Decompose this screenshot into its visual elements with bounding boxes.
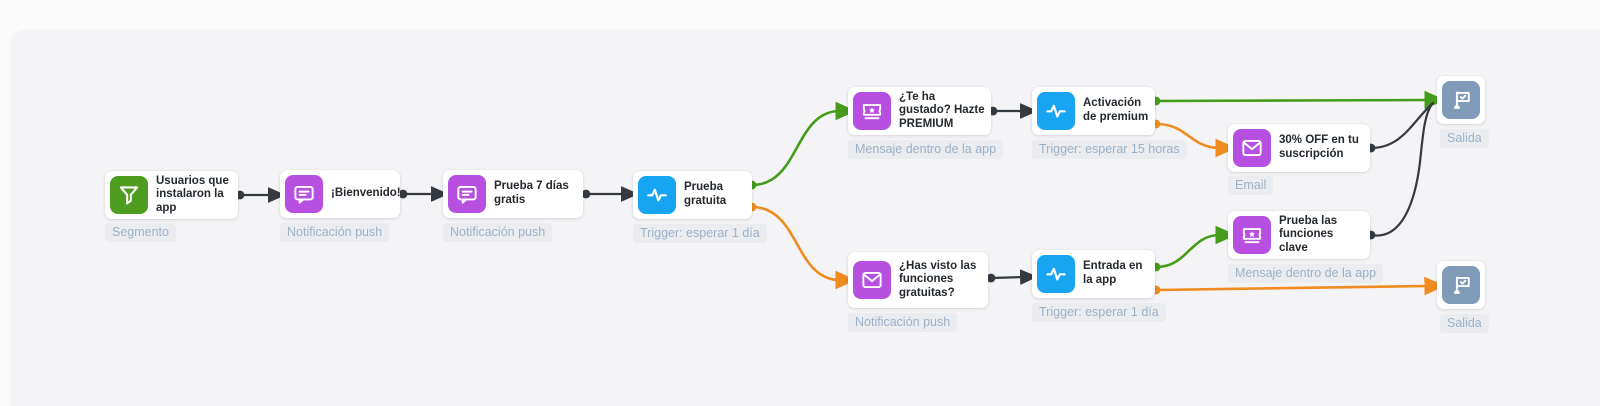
node-label: 30% OFF en tu suscripción [1279, 134, 1359, 160]
flow-node-premium-activation[interactable]: Activación de premium [1032, 87, 1155, 135]
node-type-badge: Trigger: esperar 1 día [633, 224, 767, 243]
flow-node-free-trial[interactable]: Prueba gratuita [633, 171, 752, 219]
pulse-icon [1037, 255, 1075, 293]
node-type-badge: Salida [1440, 129, 1489, 148]
flow-node-welcome-push[interactable]: ¡Bienvenido! [280, 170, 401, 218]
flag-icon [1442, 266, 1480, 304]
node-type-badge: Trigger: esperar 1 día [1032, 303, 1166, 322]
node-type-badge: Email [1228, 176, 1274, 195]
node-label: Entrada en la app [1083, 260, 1143, 286]
node-label: Usuarios que instalaron la app [156, 174, 229, 214]
node-label: ¡Bienvenido! [331, 187, 401, 200]
node-label: Prueba gratuita [684, 181, 727, 207]
node-type-badge: Trigger: esperar 15 horas [1032, 140, 1187, 159]
ticket-icon [1233, 216, 1271, 254]
ticket-icon [853, 92, 891, 130]
node-label: Prueba 7 días gratis [494, 180, 569, 206]
email-icon [1233, 129, 1271, 167]
email-icon [853, 261, 891, 299]
node-type-badge: Mensaje dentro de la app [1228, 264, 1384, 283]
filter-icon [110, 176, 148, 214]
flag-icon [1442, 81, 1480, 119]
node-type-badge: Notificación push [280, 223, 390, 242]
flow-node-exit-bottom[interactable] [1437, 261, 1485, 309]
flow-node-premium-msg[interactable]: ¿Te ha gustado? Hazte PREMIUM [848, 87, 991, 135]
node-type-badge: Notificación push [443, 223, 553, 242]
flow-node-features-push[interactable]: ¿Has visto las funciones gratuitas? [848, 252, 988, 308]
flow-node-segment[interactable]: Usuarios que instalaron la app [105, 171, 238, 219]
node-label: Prueba las funciones clave [1279, 214, 1338, 254]
node-label: ¿Te ha gustado? Hazte PREMIUM [899, 90, 985, 130]
flow-node-discount-email[interactable]: 30% OFF en tu suscripción [1228, 124, 1370, 172]
flow-node-key-features-msg[interactable]: Prueba las funciones clave [1228, 211, 1370, 259]
flow-node-trial-push[interactable]: Prueba 7 días gratis [443, 170, 583, 218]
node-label: Activación de premium [1083, 97, 1149, 123]
pulse-icon [1037, 92, 1075, 130]
chat-icon [448, 175, 486, 213]
node-type-badge: Mensaje dentro de la app [848, 140, 1004, 159]
flow-node-exit-top[interactable] [1437, 76, 1485, 124]
node-type-badge: Salida [1440, 314, 1489, 333]
node-label: ¿Has visto las funciones gratuitas? [899, 259, 977, 299]
pulse-icon [638, 176, 676, 214]
node-type-badge: Notificación push [848, 313, 958, 332]
node-type-badge: Segmento [105, 223, 176, 242]
chat-icon [285, 175, 323, 213]
flow-node-app-entry[interactable]: Entrada en la app [1032, 250, 1155, 298]
